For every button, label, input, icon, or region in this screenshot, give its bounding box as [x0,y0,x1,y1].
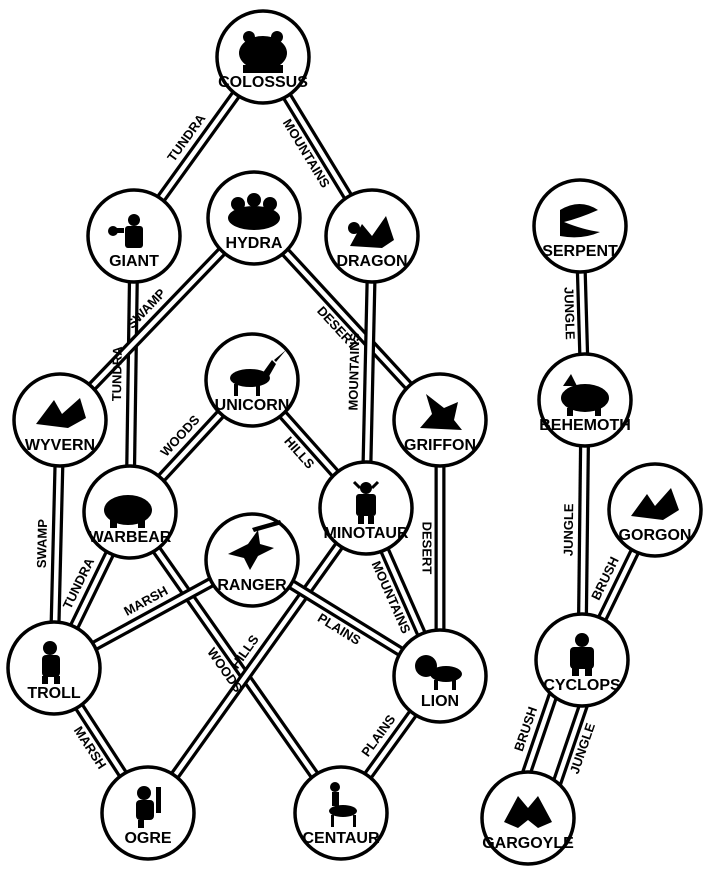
node-label: GORGON [619,527,692,544]
nodes-layer: COLOSSUS GIANT HYDRA DRAGON SERPENT UNICORN WY… [6,9,703,866]
node-troll: TROLL [6,620,102,716]
node-giant: GIANT [86,188,182,284]
troll-icon [42,641,60,684]
node-circle [532,178,628,274]
node-label: COLOSSUS [218,74,308,91]
edge-minotaur-ogre [143,504,371,817]
node-griffon: GRIFFON [392,372,488,468]
node-behemoth: BEHEMOTH [537,352,633,448]
centaur-icon [329,782,357,827]
node-dragon: DRAGON [324,188,420,284]
edge-warbear-centaur [125,508,346,817]
node-label: RANGER [217,577,287,594]
lion-icon [415,655,462,690]
node-hydra: HYDRA [206,170,302,266]
node-gorgon: GORGON [607,462,703,558]
behemoth-icon [561,374,609,416]
dragon-icon [348,216,394,248]
edge-label-behemoth-cyclops: JUNGLE [561,503,577,556]
node-colossus: COLOSSUS [215,9,311,105]
ranger-icon [228,520,282,570]
node-label: CYCLOPS [543,677,621,694]
node-label: LION [421,693,459,710]
node-label: TROLL [27,685,81,702]
wyvern-icon [36,398,86,428]
node-wyvern: WYVERN [12,372,108,468]
node-ranger: RANGER [204,512,300,608]
node-label: GARGOYLE [482,835,574,852]
node-label: DRAGON [336,253,407,270]
node-centaur: CENTAUR [293,765,389,861]
node-unicorn: UNICORN [204,332,300,428]
node-label: UNICORN [215,397,290,414]
hydra-icon [228,193,280,230]
node-gargoyle: GARGOYLE [480,770,576,866]
node-minotaur: MINOTAUR [318,460,414,556]
node-label: CENTAUR [302,830,379,847]
gargoyle-icon [504,796,552,828]
node-warbear: WARBEAR [82,464,178,560]
edge-label-dragon-minotaur: MOUNTAINS [346,332,363,410]
edge-label-giant-warbear: TUNDRA [109,346,125,402]
node-serpent: SERPENT [532,178,628,274]
node-label: GRIFFON [404,437,476,454]
node-label: MINOTAUR [323,525,408,542]
node-label: HYDRA [226,235,283,252]
node-label: OGRE [124,830,171,847]
edge-label-serpent-behemoth: JUNGLE [561,287,577,340]
node-label: WARBEAR [89,529,172,546]
node-label: WYVERN [25,437,95,454]
node-ogre: OGRE [100,765,196,861]
gorgon-icon [631,488,679,520]
giant-icon [108,214,143,248]
unicorn-icon [230,350,286,396]
warbear-icon [104,495,152,528]
node-label: GIANT [109,253,159,270]
minotaur-icon [352,480,380,524]
cyclops-icon [570,633,594,676]
edge-label-wyvern-troll: SWAMP [34,519,50,569]
node-cyclops: CYCLOPS [534,612,630,708]
colossus-icon [239,31,287,73]
edge-label-griffon-lion: DESERT [420,522,435,575]
node-lion: LION [392,628,488,724]
griffon-icon [420,394,462,430]
ogre-icon [136,786,161,828]
serpent-icon [560,204,600,238]
node-label: BEHEMOTH [539,417,631,434]
node-label: SERPENT [542,243,618,260]
